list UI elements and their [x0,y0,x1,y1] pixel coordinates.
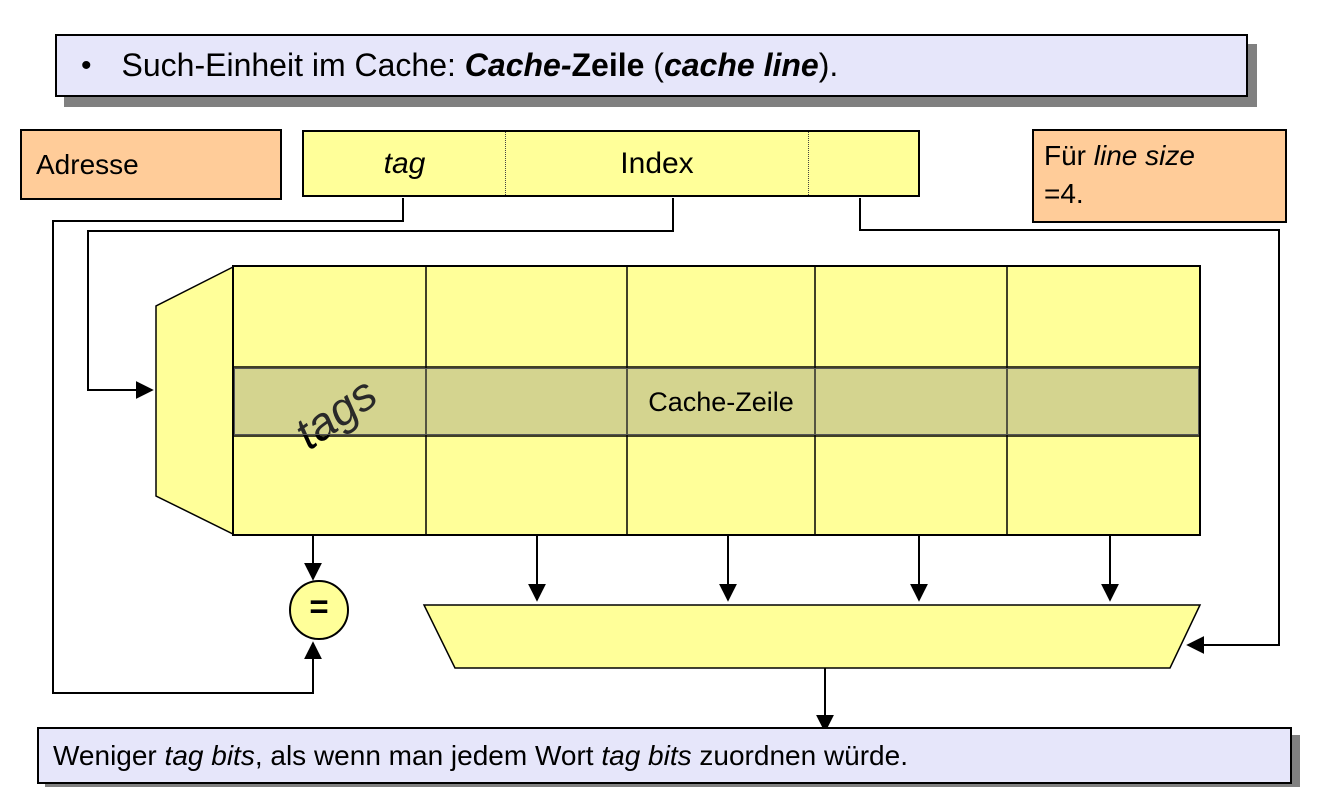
title-text: Such-Einheit im Cache: Cache-Zeile (cach… [121,47,839,83]
bottom-note-text: Weniger tag bits, als wenn man jedem Wor… [53,739,908,771]
bottom-note-box: Weniger tag bits, als wenn man jedem Wor… [37,727,1292,784]
title-box: • Such-Einheit im Cache: Cache-Zeile (ca… [55,34,1248,97]
comparator-circle [289,580,349,640]
adresse-label: Adresse [36,148,139,180]
decoder-shape [155,265,234,536]
cache-grid-lines [233,266,1200,535]
cache-line-label: Cache-Zeile [648,387,794,417]
index-label: Index [620,146,694,180]
line-size-note-box: Für line size =4. [1032,129,1287,223]
equals-symbol: = [309,588,329,625]
bullet-icon: • [81,48,92,82]
tag-to-comparator-line [52,198,404,694]
line-size-value: =4. [1044,177,1084,209]
tag-label: tag [383,146,426,180]
address-field: tag Index [302,130,920,197]
address-index-section: Index [505,132,809,195]
address-offset-section [809,132,918,195]
line-size-text: Für [1044,140,1094,171]
line-size-italic: line size [1093,140,1195,171]
mux-shape [422,604,1202,669]
offset-to-mux-line [859,198,1280,654]
adresse-box: Adresse [20,129,282,200]
cache-line-highlight [234,368,1199,435]
address-tag-section: tag [304,132,505,195]
cache-grid [232,265,1201,536]
index-to-decoder-line [87,198,674,399]
